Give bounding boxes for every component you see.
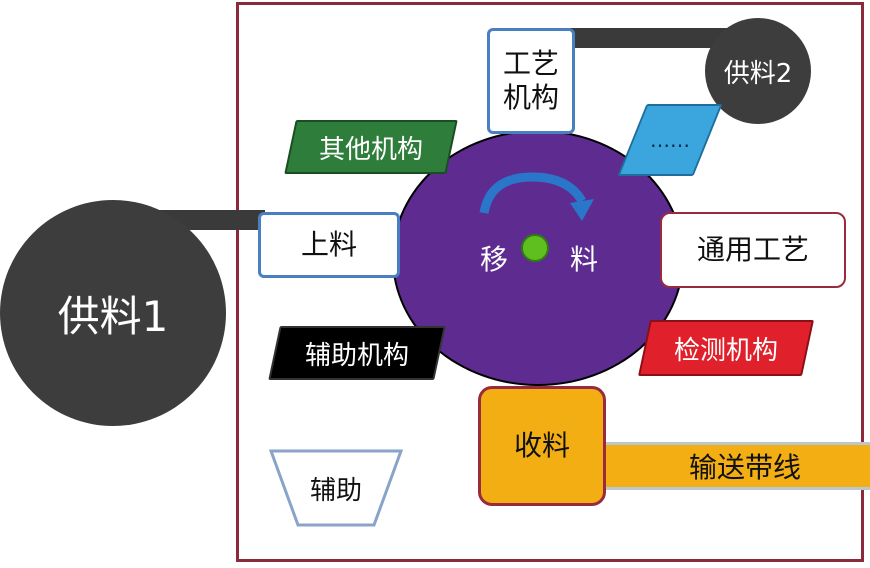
- supply1-label: 供料1: [57, 291, 169, 341]
- inspection-mechanism-label: 检测机构: [673, 335, 778, 366]
- unloading-label: 收料: [513, 429, 570, 462]
- other-mechanism-label: 其他机构: [318, 134, 423, 165]
- supply2-label: 供料2: [723, 58, 793, 89]
- aux-label: 辅助: [309, 476, 362, 506]
- supply1-circle: 供料1: [0, 200, 226, 426]
- aux-mechanism-shape: 辅助机构: [268, 326, 446, 380]
- rotation-arrow-icon: [479, 172, 594, 221]
- general-process-label: 通用工艺: [696, 233, 809, 266]
- transfer-label-right: 料: [570, 243, 599, 276]
- conveyor-label: 输送带线: [688, 451, 801, 484]
- loading-label: 上料: [300, 228, 357, 261]
- ellipsis-shape: ……: [617, 104, 723, 176]
- inspection-mechanism-shape: 检测机构: [638, 320, 814, 376]
- process-mechanism-box: 工艺机构: [487, 28, 575, 134]
- connector-bar-supply2: [570, 28, 730, 48]
- loading-box: 上料: [258, 212, 400, 278]
- machine-frame: [236, 2, 864, 562]
- center-dot: [521, 234, 549, 262]
- supply2-circle: 供料2: [705, 18, 811, 124]
- ellipsis-label: ……: [650, 128, 690, 152]
- aux-mechanism-label: 辅助机构: [304, 340, 409, 371]
- process-mechanism-label: 工艺机构: [502, 47, 559, 114]
- general-process-box: 通用工艺: [660, 212, 846, 288]
- other-mechanism-shape: 其他机构: [284, 120, 458, 174]
- unloading-box: 收料: [478, 386, 606, 506]
- conveyor-line: 输送带线: [600, 442, 870, 490]
- transfer-label-left: 移: [480, 243, 509, 276]
- aux-trapezoid: [268, 449, 404, 527]
